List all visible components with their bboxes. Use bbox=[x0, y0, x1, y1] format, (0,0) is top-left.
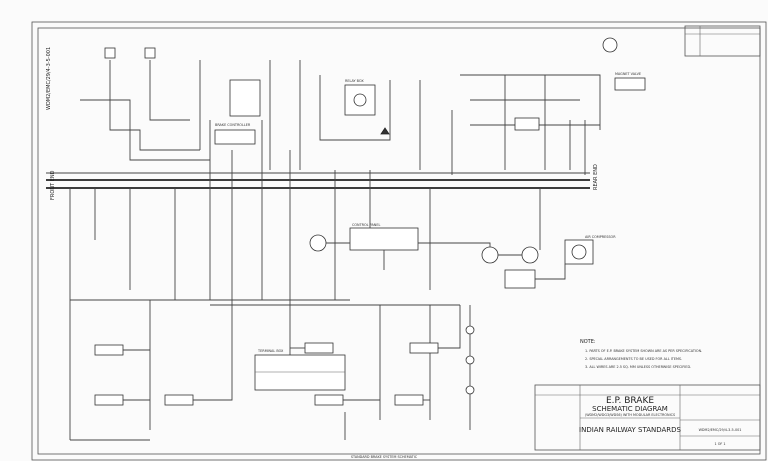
title-line-1: E.P. BRAKE bbox=[606, 396, 654, 406]
notes-heading: NOTE: bbox=[580, 339, 596, 345]
outer-border bbox=[31, 21, 767, 461]
footer-text: STANDARD BRAKE SYSTEM SCHEMATIC bbox=[351, 455, 418, 459]
revision-box bbox=[684, 25, 761, 57]
title-line-2: SCHEMATIC DIAGRAM bbox=[592, 405, 668, 413]
front-end-label: FRONT END bbox=[50, 170, 56, 200]
label-terminal-box: TERMINAL BOX bbox=[257, 349, 284, 353]
sheet-number: 1 OF 1 bbox=[714, 442, 725, 446]
rear-end-label: REAR END bbox=[593, 164, 599, 190]
relay-cluster bbox=[299, 60, 421, 170]
upper-left-cluster bbox=[80, 47, 271, 170]
note-1: 1. PARTS OF E.P. BRAKE SYSTEM SHOWN ARE … bbox=[585, 349, 702, 353]
label-control-panel: CONTROL PANEL bbox=[352, 223, 380, 227]
drawing-number: WDM2/EMC/29/4-3-5-001 bbox=[699, 428, 742, 432]
label-air-compressor: AIR COMPRESSOR bbox=[585, 235, 616, 239]
title-block bbox=[534, 384, 761, 451]
org-name: INDIAN RAILWAY STANDARDS bbox=[579, 426, 681, 434]
note-3: 3. ALL WIRES ARE 2.5 SQ. MM UNLESS OTHER… bbox=[585, 365, 691, 369]
margin-drawing-number: WDM2/EMC/29/4-3-5-001 bbox=[46, 47, 52, 110]
equipment-block-right bbox=[504, 239, 594, 289]
label-brake-controller: BRAKE CONTROLLER bbox=[215, 123, 251, 127]
main-bus-lines bbox=[46, 172, 590, 306]
title-line-3: (WDM2/WDG3/WDS6) WITH MODULAR ELECTRONIC… bbox=[585, 413, 675, 417]
label-magnet-valve: MAGNET VALVE bbox=[615, 72, 641, 76]
right-side-wires bbox=[465, 120, 586, 430]
control-panel-block bbox=[309, 227, 539, 270]
compressor-cluster bbox=[460, 37, 646, 170]
note-2: 2. SPECIAL ARRANGEMENTS TO BE USED FOR A… bbox=[585, 357, 682, 361]
inner-border bbox=[37, 27, 761, 455]
brake-cylinders bbox=[70, 305, 461, 441]
label-relay-box: RELAY BOX bbox=[345, 79, 364, 83]
